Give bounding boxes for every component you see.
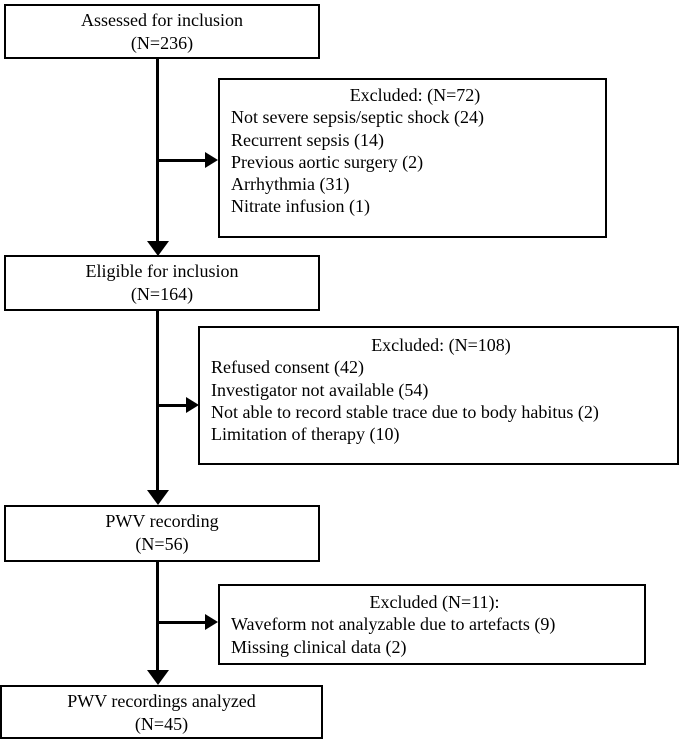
exclusion-reason: Investigator not available (54) xyxy=(211,379,429,400)
right-arrowhead-icon xyxy=(205,614,218,630)
box-label: Eligible for inclusion xyxy=(85,261,239,281)
box-n-value: (N=45) xyxy=(134,714,189,734)
exclusion-reason: Recurrent sepsis (14) xyxy=(231,129,384,150)
exclusion-reason: Missing clinical data (2) xyxy=(231,636,407,657)
box-excluded-1: Excluded: (N=72) Not severe sepsis/septi… xyxy=(218,78,607,238)
down-arrowhead-icon xyxy=(147,670,169,685)
exclusion-reason: Refused consent (42) xyxy=(211,357,364,378)
connector-line-vertical-1 xyxy=(156,58,159,242)
box-n-value: (N=164) xyxy=(130,284,194,304)
exclusion-reason: Arrhythmia (31) xyxy=(231,174,350,195)
box-eligible-for-inclusion: Eligible for inclusion (N=164) xyxy=(4,255,320,311)
box-n-value: (N=236) xyxy=(130,33,194,53)
exclusion-reason: Nitrate infusion (1) xyxy=(231,196,370,217)
exclusion-reason: Not severe sepsis/septic shock (24) xyxy=(231,107,484,128)
exclusion-reason: Waveform not analyzable due to artefacts… xyxy=(231,614,556,635)
exclusion-reason: Previous aortic surgery (2) xyxy=(231,151,424,172)
right-arrowhead-icon xyxy=(186,397,199,413)
box-excluded-2: Excluded: (N=108) Refused consent (42) I… xyxy=(198,326,679,465)
exclusion-reason: Not able to record stable trace due to b… xyxy=(211,401,599,422)
box-label: PWV recording xyxy=(105,511,219,531)
down-arrowhead-icon xyxy=(147,490,169,505)
box-pwv-recordings-analyzed: PWV recordings analyzed (N=45) xyxy=(0,685,323,739)
box-label: PWV recordings analyzed xyxy=(67,691,256,711)
box-excluded-3: Excluded (N=11): Waveform not analyzable… xyxy=(218,584,646,665)
exclusion-reason: Limitation of therapy (10) xyxy=(211,424,400,445)
excluded-header: Excluded: (N=72) xyxy=(349,85,481,105)
connector-line-vertical-3 xyxy=(156,562,159,670)
connector-line-branch-1 xyxy=(157,159,206,162)
excluded-header: Excluded (N=11): xyxy=(369,592,500,612)
box-label: Assessed for inclusion xyxy=(81,10,243,30)
down-arrowhead-icon xyxy=(147,241,169,256)
connector-line-vertical-2 xyxy=(156,311,159,491)
right-arrowhead-icon xyxy=(205,152,218,168)
connector-line-branch-3 xyxy=(157,621,206,624)
box-pwv-recording: PWV recording (N=56) xyxy=(4,505,320,562)
connector-line-branch-2 xyxy=(157,404,187,407)
excluded-header: Excluded: (N=108) xyxy=(371,335,511,355)
box-assessed-for-inclusion: Assessed for inclusion (N=236) xyxy=(4,4,320,59)
box-n-value: (N=56) xyxy=(135,534,189,554)
